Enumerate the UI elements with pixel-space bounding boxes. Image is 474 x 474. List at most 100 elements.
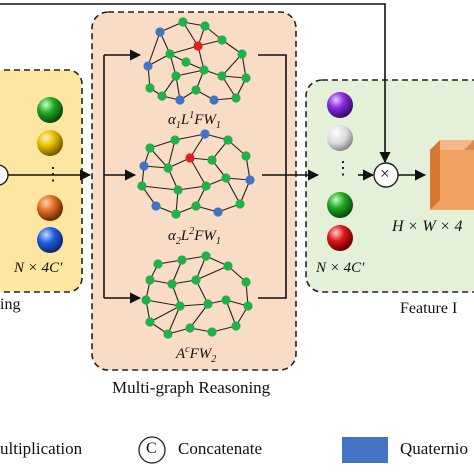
- graph-node: [185, 323, 195, 333]
- graph1-label: α1L1FW1: [168, 110, 221, 131]
- graph-node: [178, 17, 188, 27]
- graph-node: [145, 275, 155, 285]
- graph-edge: [189, 303, 209, 329]
- graph-node: [213, 207, 223, 217]
- right-bottom-label: N × 4C′: [316, 260, 365, 276]
- right-node-white: [327, 125, 353, 151]
- graph-edge: [221, 53, 243, 77]
- graph-edge: [145, 299, 181, 307]
- graph-node: [209, 95, 219, 105]
- graph-node: [143, 61, 153, 71]
- right-node-red: [327, 225, 353, 251]
- graph-node: [191, 275, 201, 285]
- graph-node: [245, 175, 255, 185]
- graph-edge: [175, 69, 205, 77]
- graph-node: [145, 83, 155, 93]
- graph-node: [237, 49, 247, 59]
- graph-node: [175, 95, 185, 105]
- graph-node: [241, 151, 251, 161]
- left-node-orange: [37, 195, 63, 221]
- graph-1: [143, 17, 251, 105]
- mult-symbol: ×: [380, 164, 390, 183]
- graph-edge: [167, 305, 181, 335]
- left-node-green: [37, 97, 63, 123]
- graph-node: [243, 301, 253, 311]
- left-node-blue: [37, 227, 63, 253]
- left-bottom-label: N × 4C′: [14, 260, 63, 276]
- graph-3: [141, 251, 253, 339]
- graph-node: [139, 161, 149, 171]
- graph2-label: α2L2FW1: [168, 226, 221, 247]
- graph-node: [171, 71, 181, 81]
- right-node-purple: [327, 92, 353, 118]
- graph-node: [191, 85, 201, 95]
- graph-edge: [182, 21, 199, 47]
- graph-node: [217, 71, 227, 81]
- graph-node: [231, 321, 241, 331]
- graph-node: [203, 299, 213, 309]
- graph-2: [137, 129, 255, 219]
- graph-node: [170, 135, 180, 145]
- feature-dims-label: H × W × 4: [392, 218, 463, 235]
- graph-node: [173, 185, 183, 195]
- graph-node: [200, 129, 210, 139]
- graph-node: [145, 143, 155, 153]
- graph-node: [231, 93, 241, 103]
- graph-edge: [195, 265, 229, 281]
- legend-concatenate-label: Concatenate: [178, 439, 263, 458]
- concatenate-legend-circle: [138, 436, 166, 464]
- graph-node: [145, 317, 155, 327]
- legend-concatenate-symbol: C: [146, 440, 157, 457]
- graph-node: [141, 295, 151, 305]
- graph-node: [191, 201, 201, 211]
- graph-node: [153, 259, 163, 269]
- feature-block: [430, 140, 474, 210]
- legend-quaternion-label: Quaternio: [400, 439, 468, 458]
- graph-edge: [225, 299, 237, 327]
- graph-node: [223, 135, 233, 145]
- graph-node: [217, 35, 227, 45]
- graph-node: [137, 181, 147, 191]
- graph-node: [165, 49, 175, 59]
- middle-caption: Multi-graph Reasoning: [112, 378, 271, 397]
- graph-edge: [169, 45, 199, 55]
- graph-node: [185, 153, 195, 163]
- legend-multiplication-label: ultiplication: [0, 439, 83, 458]
- graph-edge: [189, 157, 207, 187]
- graph-edge: [225, 177, 241, 205]
- graph-node: [163, 163, 173, 173]
- graph-node: [175, 301, 185, 311]
- graph-node: [157, 91, 167, 101]
- graph-node: [177, 255, 187, 265]
- graph-node: [221, 173, 231, 183]
- left-dots: ⋮: [44, 164, 62, 184]
- graph-node: [201, 181, 211, 191]
- left-node-yellow: [37, 130, 63, 156]
- graph-node: [151, 201, 161, 211]
- graph-node: [235, 199, 245, 209]
- left-partial-caption: ing: [0, 296, 21, 313]
- bypass-line: [0, 3, 391, 164]
- graph-node: [221, 295, 231, 305]
- graph-edge: [179, 303, 209, 307]
- right-dots: ⋮: [334, 158, 352, 178]
- graph-edge: [149, 305, 181, 323]
- graph-node: [171, 209, 181, 219]
- graph-node: [223, 261, 233, 271]
- graph-node: [241, 73, 251, 83]
- graph-node: [193, 41, 203, 51]
- graph-edge: [174, 133, 206, 141]
- graph-edge: [189, 133, 206, 159]
- graph-edge: [141, 185, 179, 191]
- quaternion-legend-square: [342, 437, 388, 463]
- graph-edge: [167, 139, 176, 169]
- graph-node: [201, 251, 211, 261]
- graph-node: [207, 327, 217, 337]
- graph3-label: AcFW2: [176, 344, 217, 365]
- graph-node: [241, 277, 251, 287]
- graph-node: [163, 329, 173, 339]
- right-partial-caption: Feature I: [400, 300, 458, 317]
- merge-lines: [258, 54, 287, 299]
- graph-edge: [147, 31, 161, 67]
